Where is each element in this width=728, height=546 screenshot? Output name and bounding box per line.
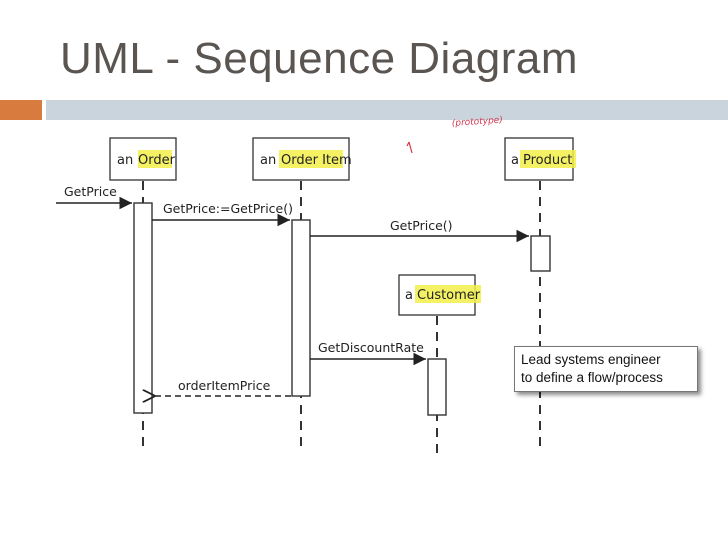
object-prefix-order: an xyxy=(117,153,133,168)
object-name-customer: Customer xyxy=(417,288,481,303)
object-prefix-customer: a xyxy=(405,288,413,303)
message-label-get-price-assign: GetPrice:=GetPrice() xyxy=(163,201,293,216)
activation-bar-product xyxy=(530,235,551,272)
title-accent-bar xyxy=(0,100,42,120)
object-prefix-product: a xyxy=(511,153,519,168)
title-divider-bar xyxy=(46,100,728,120)
activation-bar-customer xyxy=(427,358,447,416)
object-box-order: an Order xyxy=(109,137,177,181)
object-box-order-item: an Order Item xyxy=(252,137,352,181)
note-line-1: Lead systems engineer xyxy=(521,352,661,367)
object-box-product: a Product xyxy=(504,137,576,181)
handwritten-caret-mark xyxy=(406,141,413,154)
object-name-order-item: Order Item xyxy=(281,153,352,168)
message-label-get-price-in: GetPrice xyxy=(64,184,117,199)
note-line-2: to define a flow/process xyxy=(521,370,663,385)
message-label-get-discount-rate: GetDiscountRate xyxy=(318,340,424,355)
activation-bar-order-item xyxy=(291,219,311,397)
object-box-customer: a Customer xyxy=(398,274,481,316)
slide-title: UML - Sequence Diagram xyxy=(60,34,579,83)
note-box: Lead systems engineer to define a flow/p… xyxy=(514,346,698,392)
object-name-product: Product xyxy=(523,153,572,168)
object-name-order: Order xyxy=(138,153,176,168)
object-prefix-order-item: an xyxy=(260,153,276,168)
message-label-order-item-price: orderItemPrice xyxy=(178,378,271,393)
handwritten-annotation: (prototype) xyxy=(452,115,504,129)
activation-bar-order xyxy=(133,202,153,414)
message-label-get-price-call: GetPrice() xyxy=(390,218,453,233)
